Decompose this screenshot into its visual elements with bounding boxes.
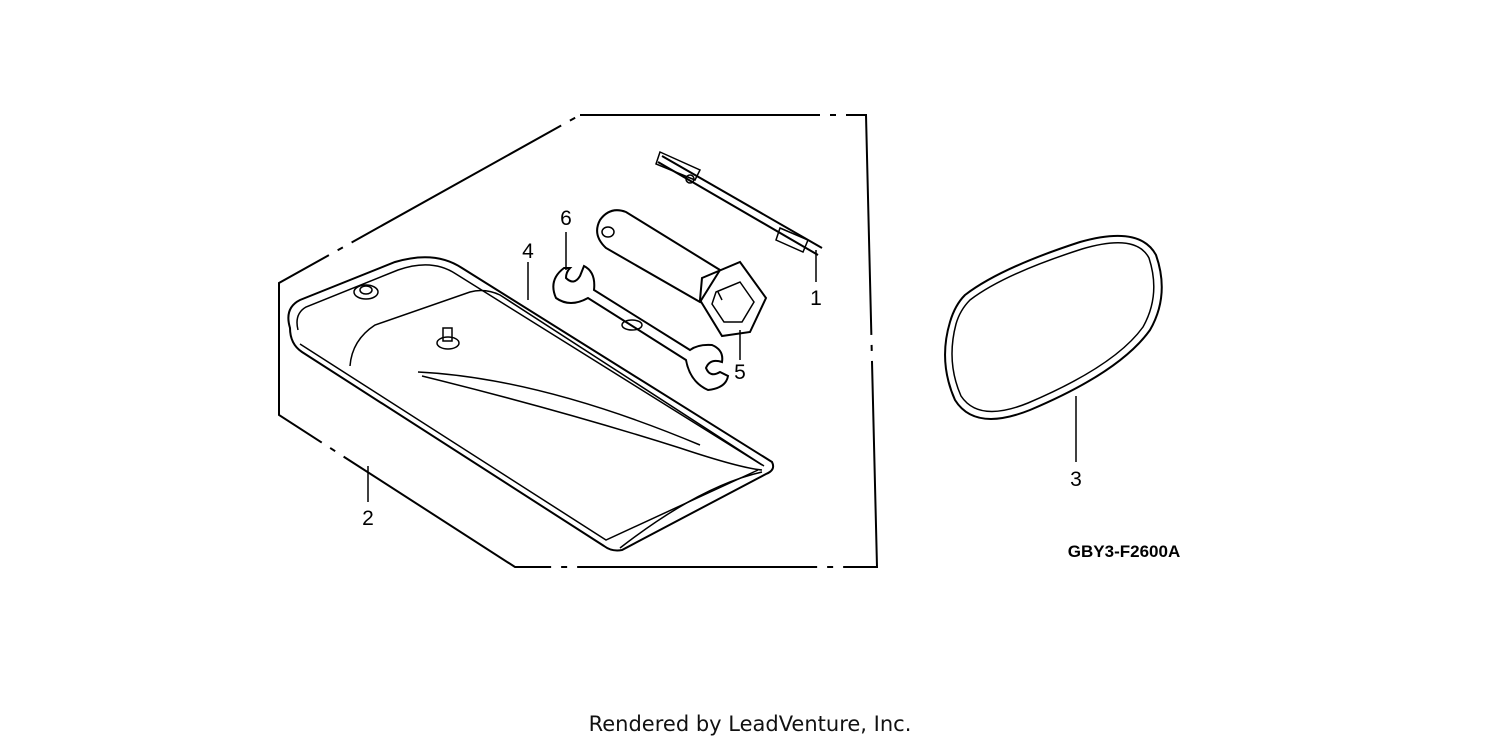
callout-part-4: 4 xyxy=(522,240,534,263)
callout-part-5: 5 xyxy=(734,361,746,384)
group-boundary xyxy=(278,114,879,568)
callout-part-3: 3 xyxy=(1070,468,1082,491)
screwdriver[interactable] xyxy=(655,150,823,256)
leader-lines xyxy=(367,232,1077,502)
callout-part-2: 2 xyxy=(362,507,374,530)
v-belt[interactable] xyxy=(944,234,1163,420)
diagram-code: GBY3-F2600A xyxy=(1068,542,1180,561)
footer-credit: Rendered by LeadVenture, Inc. xyxy=(588,712,912,736)
spark-plug-wrench[interactable] xyxy=(596,209,768,338)
open-end-wrench[interactable] xyxy=(552,264,730,392)
callout-part-6: 6 xyxy=(560,207,572,230)
callout-part-1: 1 xyxy=(810,287,822,310)
tool-bag[interactable] xyxy=(287,256,775,552)
